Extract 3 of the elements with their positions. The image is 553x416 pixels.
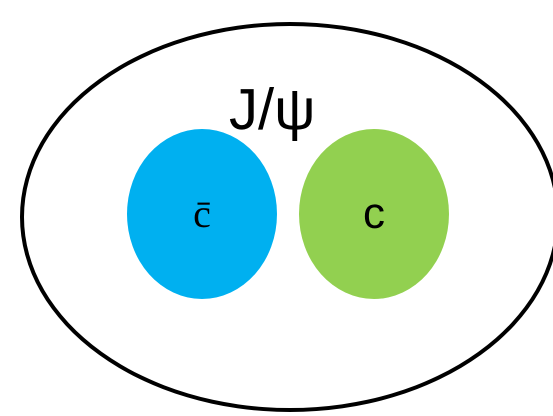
quark-label: c bbox=[363, 192, 385, 236]
particle-label: J/ψ bbox=[229, 81, 316, 139]
quark-label: c̄ bbox=[193, 194, 211, 234]
